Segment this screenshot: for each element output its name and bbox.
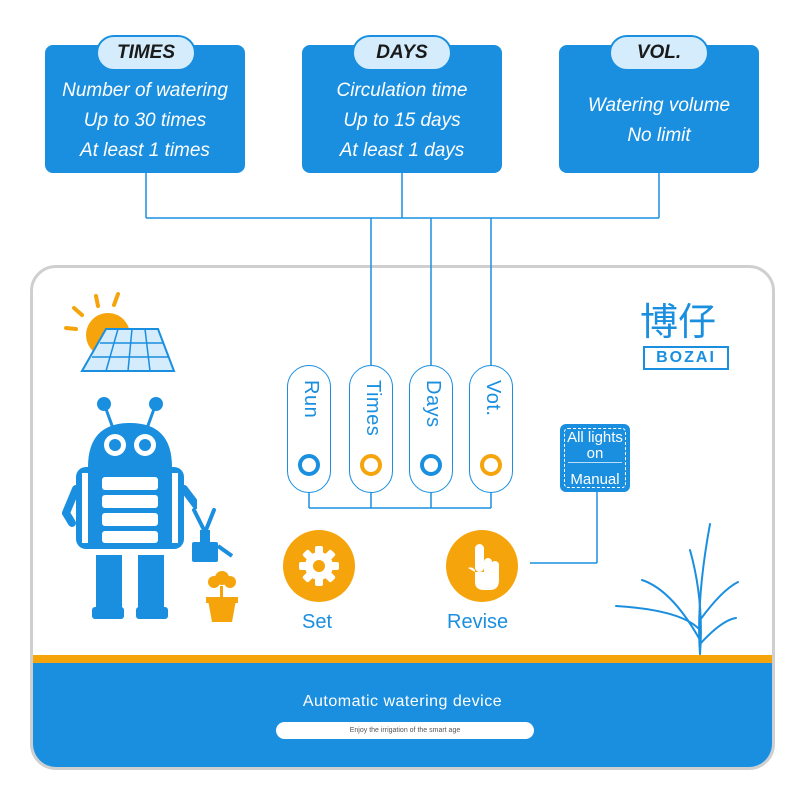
tab-label: Vot. — [482, 380, 504, 417]
spec-line: Up to 15 days — [343, 110, 461, 131]
device-accent-stripe — [33, 655, 772, 663]
brand-chinese: 博仔 — [640, 300, 717, 344]
spec-line: At least 1 times — [80, 140, 210, 161]
manual-frame — [564, 428, 626, 488]
manual-line: Manual — [570, 471, 620, 488]
spec-title-times: TIMES — [96, 35, 196, 71]
indicator-icon — [298, 454, 320, 476]
manual-line: All lights — [567, 429, 623, 446]
tab-label: Times — [362, 380, 384, 437]
set-caption: Set — [302, 611, 333, 633]
tab-label: Run — [300, 380, 322, 419]
gear-icon — [299, 546, 339, 586]
spec-title-volume: VOL. — [609, 35, 709, 71]
spec-box-times: Number of watering Up to 30 times At lea… — [45, 45, 245, 173]
tab-label: Days — [422, 380, 444, 428]
grass-icon — [615, 523, 739, 655]
spec-line: Watering volume — [587, 95, 731, 116]
manual-switch[interactable]: All lights on Manual — [560, 424, 630, 492]
tab-days[interactable]: Days — [409, 365, 453, 493]
manual-line: on — [586, 445, 604, 462]
indicator-icon — [420, 454, 442, 476]
revise-caption: Revise — [447, 611, 509, 633]
tab-run[interactable]: Run — [287, 365, 331, 493]
device-slogan: Enjoy the irrigation of the smart age — [276, 722, 534, 739]
revise-button[interactable] — [446, 530, 518, 602]
indicator-icon — [360, 454, 382, 476]
spec-line: At least 1 days — [339, 140, 465, 161]
spec-line: Up to 30 times — [83, 110, 207, 131]
spec-title-days: DAYS — [352, 35, 452, 71]
device-footer-band — [33, 663, 772, 767]
spec-line: Number of watering — [62, 80, 228, 101]
brand-latin: BOZAI — [643, 346, 729, 370]
manual-divider — [568, 462, 622, 463]
robot-icon — [62, 397, 197, 619]
tab-vol[interactable]: Vot. — [469, 365, 513, 493]
spec-line: Circulation time — [336, 80, 468, 101]
tab-times[interactable]: Times — [349, 365, 393, 493]
set-button[interactable] — [283, 530, 355, 602]
indicator-icon — [480, 454, 502, 476]
potted-flower-icon — [192, 508, 238, 622]
brand-logo: 博仔 — [640, 300, 716, 344]
spec-line: No limit — [627, 125, 691, 146]
pointing-hand-icon — [468, 544, 499, 590]
device-title: Automatic watering device — [302, 693, 503, 710]
solar-panel-icon — [80, 328, 176, 372]
